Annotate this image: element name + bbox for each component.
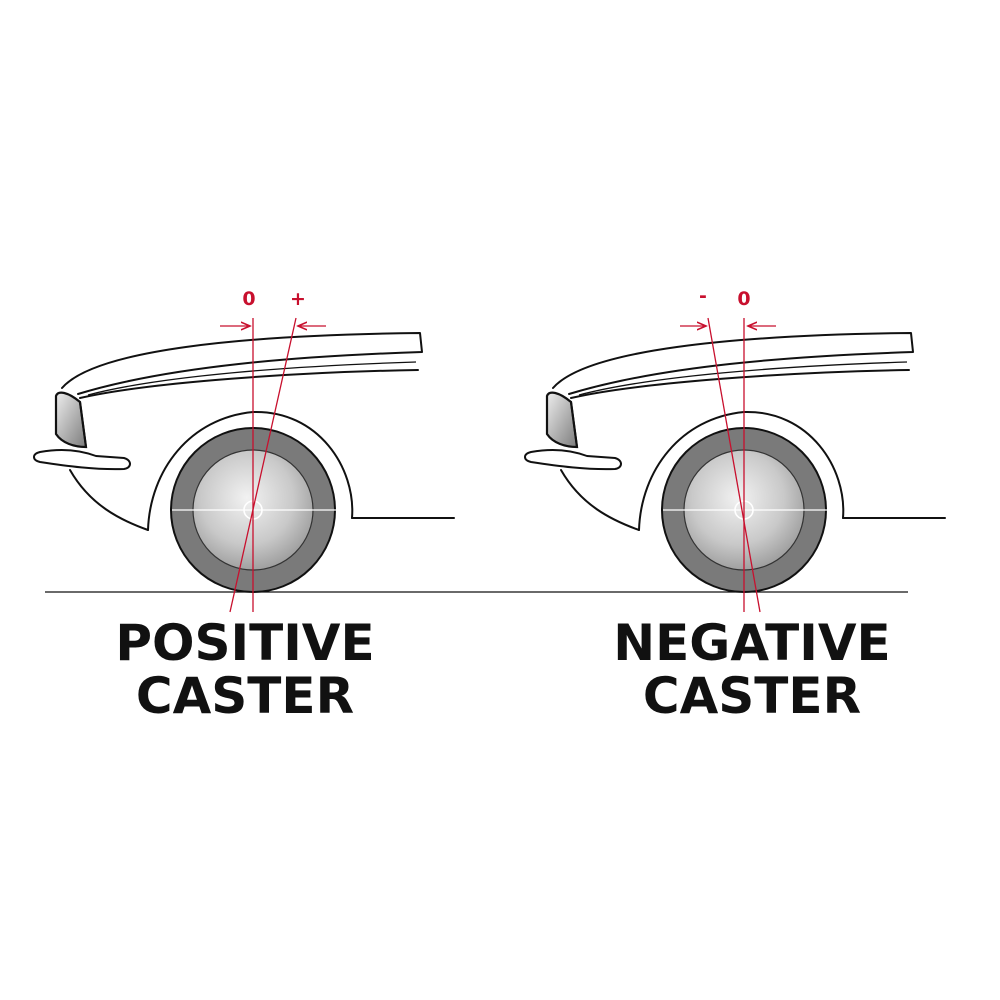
caption-line-2: CASTER (643, 667, 861, 725)
marker-zero: 0 (242, 288, 255, 310)
caption-line-1: POSITIVE (115, 614, 374, 672)
caption-line-1: NEGATIVE (613, 614, 890, 672)
marker-plus: + (290, 288, 306, 310)
positive-caster-panel: 0 + POSITIVE CASTER (32, 288, 456, 725)
marker-zero: 0 (737, 288, 750, 310)
car-front-illustration (523, 331, 947, 594)
car-front-illustration (32, 331, 456, 594)
negative-caster-panel: - 0 NEGATIVE CASTER (523, 285, 947, 725)
steering-axis-line (229, 317, 297, 613)
steering-axis-line (707, 317, 761, 613)
caption-line-2: CASTER (136, 667, 354, 725)
marker-minus: - (699, 285, 707, 307)
